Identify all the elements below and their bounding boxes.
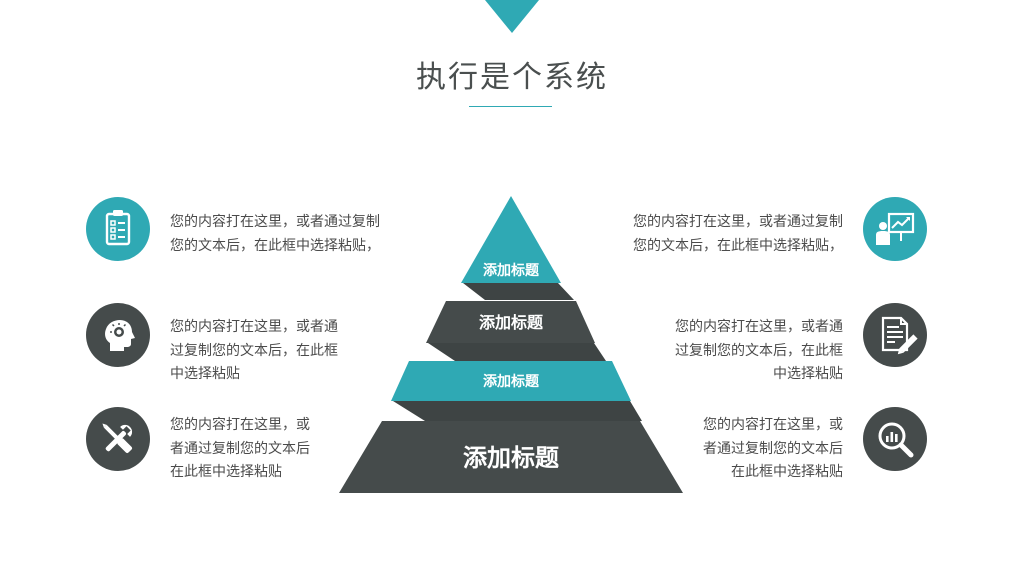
text-line: 过复制您的文本后，在此框 [675, 342, 843, 359]
pyramid-level-1-label: 添加标题 [483, 262, 540, 279]
left-item-2-text: 您的内容打在这里，或者通 过复制您的文本后，在此框 中选择粘贴 [170, 316, 338, 387]
text-line: 者通过复制您的文本后 [703, 440, 843, 457]
pyramid-connector [463, 283, 574, 300]
clipboard-checklist-icon [86, 197, 150, 261]
pyramid-level-1 [461, 196, 561, 283]
text-line: 您的内容打在这里，或者通过复制 [170, 214, 380, 230]
text-line: 您的文本后，在此框中选择粘贴， [170, 237, 380, 254]
magnifier-chart-icon [863, 407, 927, 471]
title-underline [469, 106, 552, 107]
text-line: 您的内容打在这里，或者通 [675, 319, 843, 335]
pyramid-connector [393, 401, 642, 421]
text-line: 您的内容打在这里，或 [703, 417, 843, 433]
pyramid-connector [428, 343, 606, 361]
text-line: 在此框中选择粘贴 [170, 464, 282, 480]
right-item-1-text: 您的内容打在这里，或者通过复制 您的文本后，在此框中选择粘贴， [633, 211, 843, 258]
text-line: 中选择粘贴 [170, 366, 240, 382]
pyramid-level-4 [339, 421, 683, 493]
head-idea-icon [86, 303, 150, 367]
pyramid-level-2-label: 添加标题 [479, 313, 544, 332]
document-pen-icon [863, 303, 927, 367]
pyramid-level-4-label: 添加标题 [463, 444, 559, 472]
text-line: 在此框中选择粘贴 [731, 464, 843, 480]
text-line: 您的文本后，在此框中选择粘贴， [633, 237, 843, 254]
text-line: 您的内容打在这里，或 [170, 417, 310, 433]
wrench-screwdriver-icon [86, 407, 150, 471]
right-item-3-text: 您的内容打在这里，或 者通过复制您的文本后 在此框中选择粘贴 [703, 414, 843, 485]
text-line: 您的内容打在这里，或者通过复制 [633, 214, 843, 230]
left-item-1-text: 您的内容打在这里，或者通过复制 您的文本后，在此框中选择粘贴， [170, 211, 380, 258]
right-item-2-text: 您的内容打在这里，或者通 过复制您的文本后，在此框 中选择粘贴 [675, 316, 843, 387]
text-line: 中选择粘贴 [773, 366, 843, 382]
pyramid-level-2 [426, 301, 595, 343]
presentation-chart-icon [863, 197, 927, 261]
left-item-3-text: 您的内容打在这里，或 者通过复制您的文本后 在此框中选择粘贴 [170, 414, 310, 485]
text-line: 您的内容打在这里，或者通 [170, 319, 338, 335]
page-title: 执行是个系统 [416, 60, 608, 95]
text-line: 过复制您的文本后，在此框 [170, 342, 338, 359]
pyramid-level-3-label: 添加标题 [483, 373, 540, 390]
text-line: 者通过复制您的文本后 [170, 440, 310, 457]
pyramid-level-3 [391, 361, 631, 401]
top-triangle-decoration [485, 0, 539, 33]
